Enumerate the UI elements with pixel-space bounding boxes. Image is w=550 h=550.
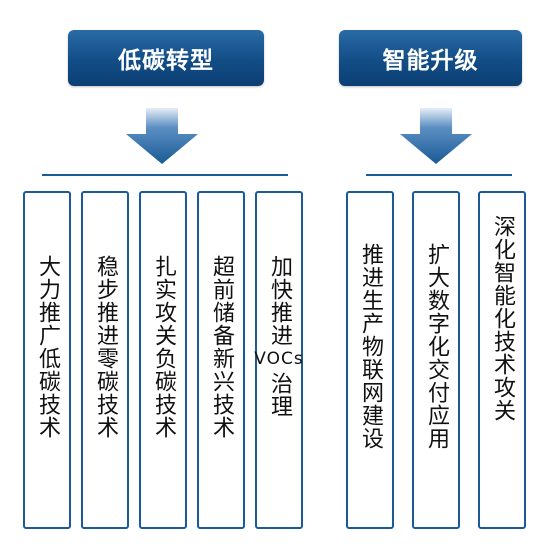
column-label: 稳步推进零碳技术: [93, 255, 118, 439]
vocs-label-stack: 加快推进 VOCs 治理: [254, 255, 303, 418]
vocs-label-part2: VOCs: [254, 349, 304, 369]
column-label: 扩大数字化交付应用: [424, 243, 449, 450]
low-carbon-header: 低碳转型: [68, 30, 264, 86]
down-arrow-icon-left: [126, 108, 198, 164]
column-label: 超前储备新兴技术: [209, 255, 234, 439]
left-divider-line: [42, 174, 288, 176]
column-label: 深化智能化技术攻关: [490, 215, 515, 422]
column-low-carbon-tech: 大力推广低碳技术: [23, 191, 71, 529]
column-emerging-tech: 超前储备新兴技术: [197, 191, 245, 529]
column-vocs-governance: 加快推进 VOCs 治理: [254, 191, 303, 529]
column-label: 扎实攻关负碳技术: [151, 255, 176, 439]
column-label: 大力推广低碳技术: [35, 255, 60, 439]
column-intelligent-tech: 深化智能化技术攻关: [478, 191, 526, 529]
intelligent-upgrade-title: 智能升级: [382, 48, 479, 74]
vocs-label-part3: 治理: [267, 372, 292, 418]
column-zero-carbon-tech: 稳步推进零碳技术: [81, 191, 129, 529]
column-iot-construction: 推进生产物联网建设: [346, 191, 394, 529]
column-digital-delivery: 扩大数字化交付应用: [412, 191, 460, 529]
column-negative-carbon-tech: 扎实攻关负碳技术: [139, 191, 187, 529]
right-divider-line: [366, 174, 512, 176]
column-label: 推进生产物联网建设: [358, 243, 383, 450]
intelligent-upgrade-header: 智能升级: [339, 30, 522, 86]
vocs-label-part1: 加快推进: [267, 255, 292, 347]
low-carbon-title: 低碳转型: [118, 48, 214, 74]
down-arrow-icon-right: [400, 108, 472, 164]
